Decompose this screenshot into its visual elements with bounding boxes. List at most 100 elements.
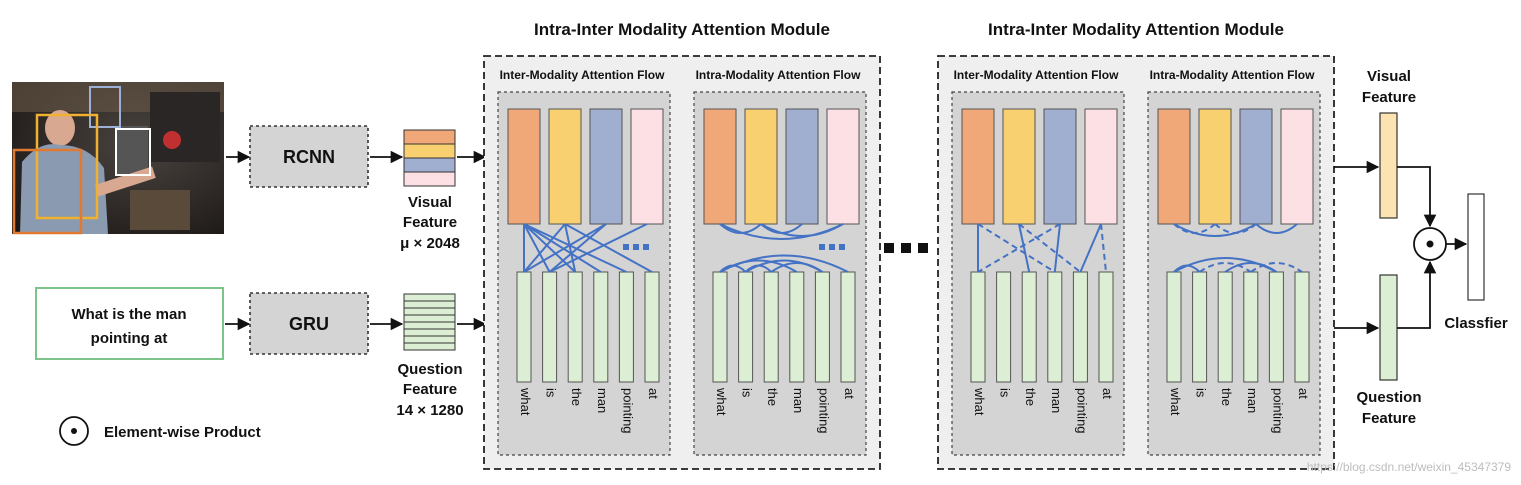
flow-title: Intra-Modality Attention Flow [696,68,862,82]
module-title: Intra-Inter Modality Attention Module [988,20,1284,39]
question-text-line1: What is the man [71,306,186,323]
attention-link [1018,223,1082,273]
word-token [618,271,634,383]
output-visual-label-line2: Feature [1362,89,1416,106]
classifier-label: Classfier [1444,315,1508,332]
flow-title: Intra-Modality Attention Flow [1150,68,1316,82]
attention-link [523,223,566,273]
word-token-label: pointing [1074,388,1089,434]
output-question-label-line1: Question [1356,389,1421,406]
word-token-label: man [1245,388,1260,413]
word-token [1098,271,1114,383]
attention-arc [770,262,823,273]
question-feature-dim: 14 × 1280 [396,402,463,419]
attention-link [523,223,602,273]
classifier-block [1467,193,1485,301]
more-tokens-marker [633,244,639,250]
attention-link [1053,223,1061,273]
word-token-label: the [569,388,584,406]
word-token-label: the [765,388,780,406]
more-tokens-marker [829,244,835,250]
word-token-label: what [972,387,987,416]
rcnn-label: RCNN [283,147,335,167]
gru-encoder: GRU [249,292,369,355]
word-token [840,271,856,383]
arrow-visual-to-product [1397,166,1437,228]
module-2: Intra-Inter Modality Attention ModuleInt… [937,20,1335,470]
visual-token-yellow [1198,108,1232,225]
word-token [712,271,728,383]
word-token [814,271,830,383]
visual-feature-label-line1: Visual [408,194,452,211]
attention-link [523,223,607,273]
word-token [644,271,660,383]
word-token-label: pointing [1270,388,1285,434]
attention-link [564,223,653,273]
visual-token-blue [1043,108,1077,225]
attention-link [564,223,577,273]
output-question-label-line2: Feature [1362,410,1416,427]
word-token [1243,271,1259,383]
attention-link [548,223,607,273]
word-token-label: what [1168,387,1183,416]
input-image [12,82,224,235]
detection-box-yellow [35,113,99,220]
attention-link [977,223,1056,273]
visual-token-pink [1280,108,1314,225]
word-token-label: at [1296,388,1311,399]
attention-arc [1255,223,1298,234]
visual-feature-row [403,171,456,187]
attention-link [1100,223,1107,273]
flow-title: Inter-Modality Attention Flow [500,68,666,82]
watermark: https://blog.csdn.net/weixin_45347379 [1307,460,1511,474]
word-token [1268,271,1284,383]
attention-arc [1250,262,1303,273]
more-tokens-marker [819,244,825,250]
module-1: Intra-Inter Modality Attention ModuleInt… [483,20,881,470]
visual-token-blue [1239,108,1273,225]
word-token-label: the [1023,388,1038,406]
word-token-label: what [714,387,729,416]
word-token [996,271,1012,383]
word-token-label: man [595,388,610,413]
word-token [516,271,532,383]
question-feature-label-line1: Question [397,361,462,378]
word-token [1192,271,1208,383]
word-token-label: at [842,388,857,399]
detection-box-orange [12,148,83,235]
attention-link [523,223,627,273]
visual-token-orange [1157,108,1191,225]
attention-arc [1214,223,1257,234]
attention-link [549,223,648,273]
attention-arc [1173,257,1277,273]
word-token-label: at [646,388,661,399]
word-token [1021,271,1037,383]
word-token-label: the [1219,388,1234,406]
rcnn-encoder: RCNN [249,125,369,188]
visual-token-blue [589,108,623,225]
word-token [789,271,805,383]
word-token [1166,271,1182,383]
detection-box-blue [89,86,121,128]
word-token [1072,271,1088,383]
word-token-label: is [544,388,559,398]
visual-feature-row [403,129,456,145]
word-token-label: at [1100,388,1115,399]
word-token [1217,271,1233,383]
attention-modules: Intra-Inter Modality Attention ModuleInt… [483,20,1335,470]
visual-feature-row [403,157,456,173]
legend: Element-wise Product [59,416,261,446]
arrow-question-to-product [1397,260,1437,329]
output-visual-feature [1379,112,1398,219]
attention-link [977,223,1061,273]
visual-token-pink [630,108,664,225]
more-tokens-marker [839,244,845,250]
word-token [567,271,583,383]
module-title: Intra-Inter Modality Attention Module [534,20,830,39]
gru-label: GRU [289,314,329,334]
word-token-label: what [518,387,533,416]
